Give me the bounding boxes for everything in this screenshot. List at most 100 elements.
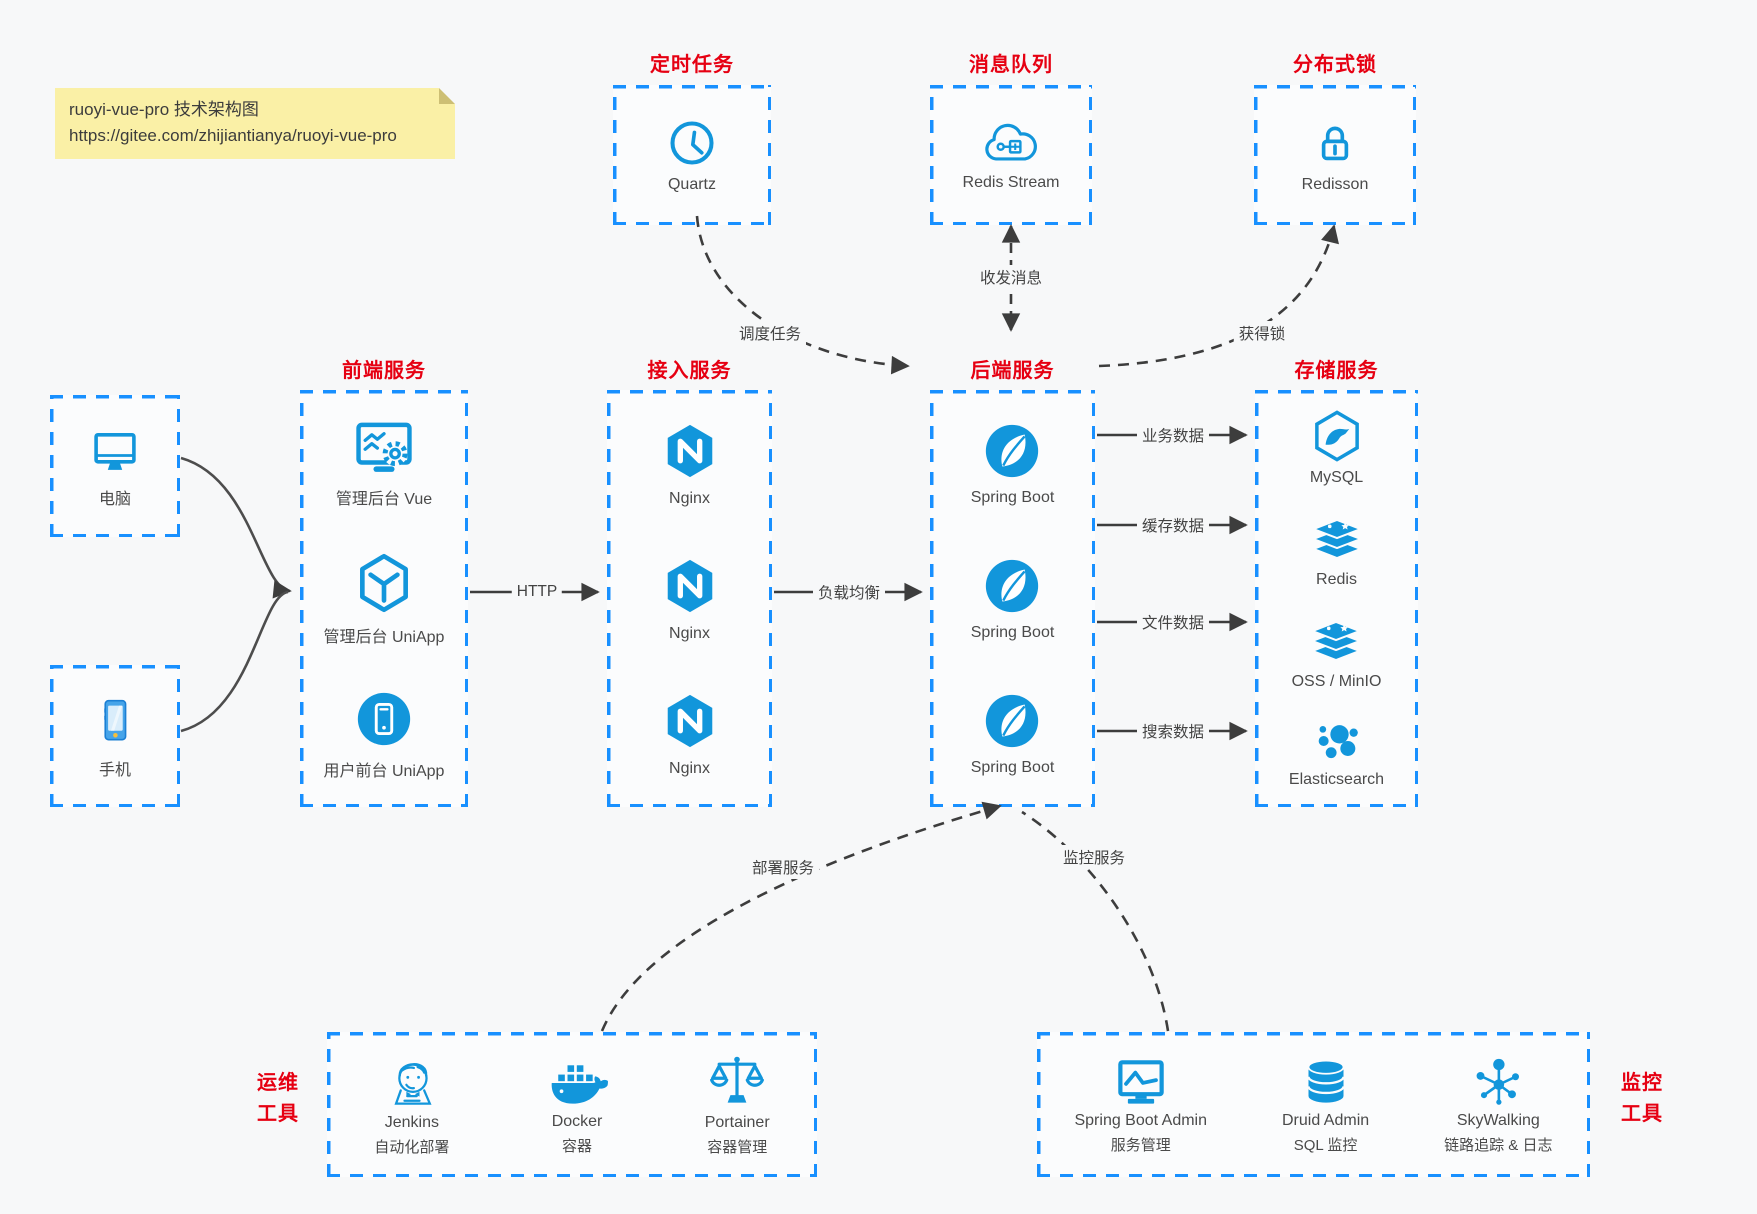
database-icon [1306,1059,1345,1103]
group-title-gateway: 接入服务 [647,360,732,382]
node-label: 用户前台 UniApp [323,762,445,780]
edge-label-search-data: 搜索数据 [1136,719,1210,743]
node-label: Spring Boot [970,624,1055,641]
node-label: 电脑 [98,490,131,508]
monitor-tools-box: Spring Boot Admin 服务管理 Druid Admin SQL 监… [1037,1032,1590,1177]
gateway-services-box: Nginx Nginx Nginx [607,390,772,807]
edge-pc-to-frontend [180,456,292,599]
node-quartz: Quartz [666,117,718,194]
node-springboot-2: Spring Boot [970,555,1055,642]
edge-label-file-data: 文件数据 [1136,610,1210,634]
client-pc-box: 电脑 [50,395,180,537]
monitor-chart-icon [1118,1060,1164,1104]
edge-label-lock: 获得锁 [1233,321,1291,345]
nginx-icon [667,694,712,748]
nginx-icon [667,424,712,478]
message-queue-box: Redis Stream [930,85,1092,225]
user-app-icon [357,692,411,745]
group-title-message-queue: 消息队列 [969,54,1053,76]
node-admin-uniapp: 管理后台 UniApp [324,550,444,647]
distributed-lock-box: Redisson [1254,85,1416,225]
node-druid: Druid Admin SQL 监控 [1282,1054,1369,1155]
clock-icon [670,120,714,165]
node-redisson: Redisson [1301,117,1369,194]
node-label: MySQL [1309,469,1364,487]
spring-boot-icon [986,424,1039,478]
node-label: Druid Admin [1282,1112,1370,1129]
node-label: Nginx [669,760,710,777]
portainer-scales-icon [710,1056,765,1103]
spring-boot-icon [986,694,1039,748]
node-label: Jenkins [384,1114,439,1131]
ops-tools-box: Jenkins 自动化部署 Docker 容器 [327,1032,817,1177]
node-elasticsearch: Elasticsearch [1289,716,1384,789]
frontend-services-box: 管理后台 Vue 管理后台 UniApp 用户前台 UniApp [300,390,468,807]
node-desc: 自动化部署 [374,1139,450,1156]
sticky-note: ruoyi-vue-pro 技术架构图 https://gitee.com/zh… [55,88,455,159]
mysql-icon [1314,410,1359,463]
node-label: Redisson [1301,175,1369,193]
node-oss-minio: OSS / MinIO [1291,614,1382,691]
node-skywalking: SkyWalking 链路追踪 & 日志 [1444,1054,1552,1155]
group-title-scheduled-task: 定时任务 [650,54,734,76]
node-desc: 容器管理 [707,1139,768,1156]
node-label: Nginx [669,625,710,642]
edge-label-monitor: 监控服务 [1057,845,1131,869]
jenkins-icon [394,1063,432,1105]
client-mobile-box: 手机 [50,665,180,807]
group-title-ops-tools: 运维 工具 [257,1072,299,1125]
node-label: 手机 [98,761,131,779]
node-mobile: 手机 [89,693,141,780]
elasticsearch-icon [1318,724,1358,758]
edge-label-load-balance: 负载均衡 [812,580,886,604]
group-title-storage: 存储服务 [1294,360,1379,382]
node-desc: 链路追踪 & 日志 [1444,1137,1553,1154]
node-label: 管理后台 Vue [335,491,433,509]
node-portainer: Portainer 容器管理 [705,1052,770,1157]
backend-services-box: Spring Boot Spring Boot Spring Boot [930,390,1095,807]
node-docker: Docker 容器 [544,1053,610,1156]
smartphone-icon [104,699,127,740]
node-label: Portainer [704,1114,770,1131]
admin-vue-icon [356,422,412,473]
edge-label-http: HTTP [511,582,563,602]
node-label: Elasticsearch [1288,770,1385,788]
node-label: Redis Stream [962,173,1060,191]
node-springboot-admin: Spring Boot Admin 服务管理 [1074,1054,1207,1155]
node-redis: Redis [1308,512,1366,589]
node-desc: SQL 监控 [1293,1137,1358,1154]
node-label: Nginx [669,490,710,507]
node-label: Spring Boot Admin [1074,1112,1208,1129]
group-title-frontend: 前端服务 [342,360,426,382]
redis-stack-icon [1311,519,1362,560]
edge-mobile-to-frontend [180,590,289,733]
node-label: Spring Boot [970,759,1055,776]
topology-icon [1476,1058,1520,1105]
node-desc: 容器 [562,1138,593,1155]
note-url: https://gitee.com/zhijiantianya/ruoyi-vu… [69,126,397,146]
edge-label-message: 收发消息 [974,265,1048,289]
note-title: ruoyi-vue-pro 技术架构图 [69,100,259,119]
edge-deploy-service [600,801,1002,1032]
desktop-icon [94,432,136,470]
cloud-network-icon [985,123,1037,161]
scheduled-task-box: Quartz [613,85,771,225]
node-label: OSS / MinIO [1291,672,1382,690]
lock-icon [1321,126,1349,160]
node-label: Redis [1316,571,1357,589]
edge-label-schedule: 调度任务 [733,321,807,345]
edge-label-business-data: 业务数据 [1136,423,1210,447]
node-nginx-1: Nginx [659,419,721,508]
node-springboot-1: Spring Boot [971,420,1054,507]
node-nginx-3: Nginx [659,689,721,778]
nginx-icon [667,559,712,613]
edge-acquire-lock [1098,224,1339,368]
node-mysql: MySQL [1309,408,1365,487]
storage-services-box: MySQL Redis [1255,390,1418,807]
node-label: Quartz [667,175,716,193]
storage-stack-icon [1311,620,1362,661]
group-title-backend: 后端服务 [970,360,1055,382]
node-label: Docker [551,1113,603,1130]
node-admin-vue: 管理后台 Vue [336,416,432,509]
node-jenkins: Jenkins 自动化部署 [374,1052,449,1157]
